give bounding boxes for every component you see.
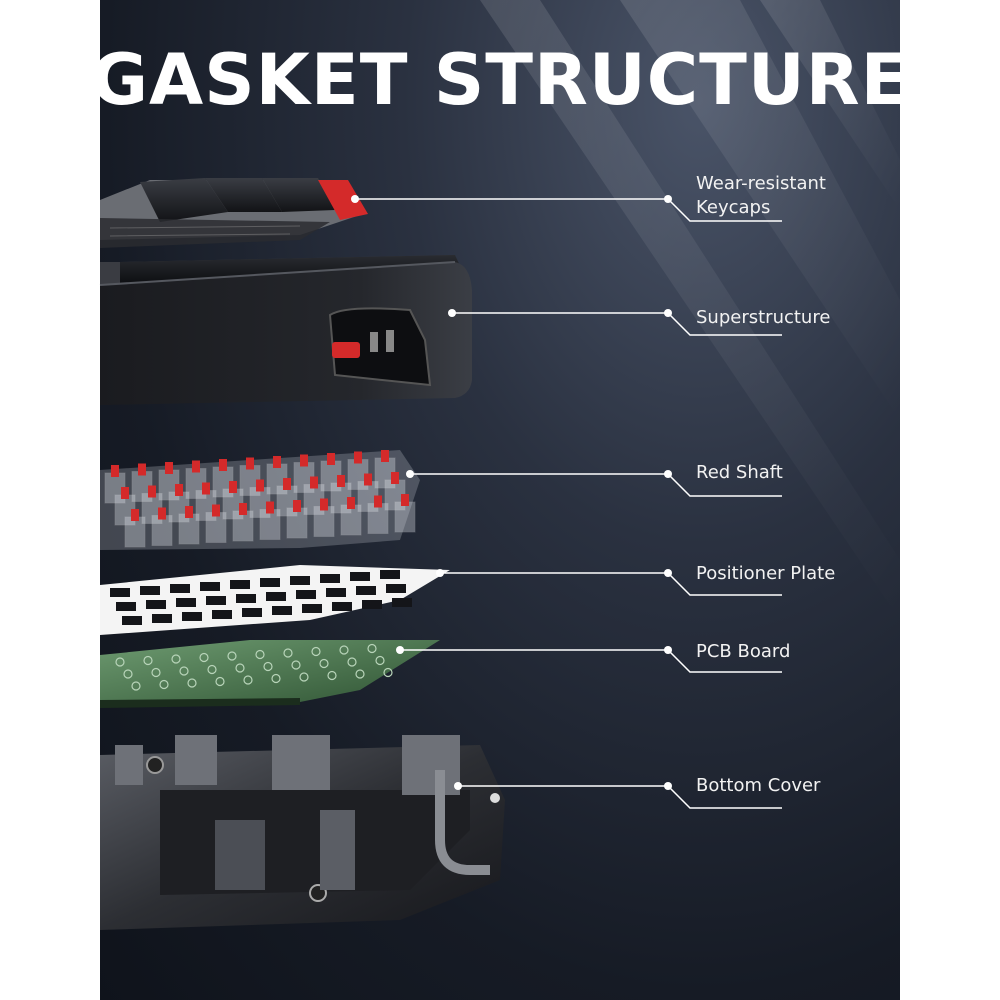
label-line: Keycaps xyxy=(696,196,826,220)
switch-stem xyxy=(219,459,227,471)
switch-stem xyxy=(121,487,129,499)
plate-cutout xyxy=(260,578,280,587)
switch-housing xyxy=(368,504,388,534)
plate-cutout xyxy=(296,590,316,599)
switch-stem xyxy=(401,494,409,506)
keycaps-layer xyxy=(100,178,368,248)
switch-housing xyxy=(233,511,253,541)
switch-stem xyxy=(111,465,119,477)
switch-stem xyxy=(246,458,254,470)
switch-stem xyxy=(131,509,139,521)
switch-stem xyxy=(347,497,355,509)
positioner-plate-layer xyxy=(100,565,450,635)
switch-housing xyxy=(260,510,280,540)
plate-cutout xyxy=(332,602,352,611)
plate-cutout xyxy=(356,586,376,595)
plate-cutout xyxy=(320,574,340,583)
switch-stem xyxy=(354,452,362,464)
label-line: Wear-resistant xyxy=(696,172,826,196)
plate-cutout xyxy=(110,588,130,597)
switch-stem xyxy=(138,464,146,476)
switch-stem xyxy=(327,453,335,465)
label-keycaps: Wear-resistant Keycaps xyxy=(696,172,826,220)
label-red-shaft: Red Shaft xyxy=(696,461,783,485)
switch-stem xyxy=(266,502,274,514)
switch-stem xyxy=(293,500,301,512)
switch-stem xyxy=(165,462,173,474)
switch-stem xyxy=(320,499,328,511)
switch-stem xyxy=(185,506,193,518)
label-bottom-cover: Bottom Cover xyxy=(696,774,820,798)
switch-stem xyxy=(310,477,318,489)
plate-cutout xyxy=(380,570,400,579)
label-positioner-plate: Positioner Plate xyxy=(696,562,835,586)
label-line: Superstructure xyxy=(696,306,830,330)
plate-cutout xyxy=(266,592,286,601)
plate-cutout xyxy=(116,602,136,611)
label-line: Red Shaft xyxy=(696,461,783,485)
plate-cutout xyxy=(152,614,172,623)
switch-housing xyxy=(341,505,361,535)
switch-stem xyxy=(256,480,264,492)
plate-cutout xyxy=(170,584,190,593)
plate-cutout xyxy=(386,584,406,593)
label-superstructure: Superstructure xyxy=(696,306,830,330)
switch-stem xyxy=(337,475,345,487)
plate-cutout xyxy=(230,580,250,589)
switch-stem xyxy=(391,472,399,484)
red-shaft-layer xyxy=(100,450,420,550)
switch-housing xyxy=(179,514,199,544)
switch-stem xyxy=(212,505,220,517)
switch-stem xyxy=(175,484,183,496)
switch-housing xyxy=(125,517,145,547)
switch-stem xyxy=(381,450,389,462)
plate-cutout xyxy=(362,600,382,609)
switch-housing xyxy=(152,516,172,546)
plate-cutout xyxy=(140,586,160,595)
plate-cutout xyxy=(122,616,142,625)
plate-cutout xyxy=(392,598,412,607)
label-pcb-board: PCB Board xyxy=(696,640,790,664)
switch-housing xyxy=(395,502,415,532)
bottom-cover-layer xyxy=(100,735,505,930)
pcb-board-layer xyxy=(100,640,440,708)
switch-stem xyxy=(374,496,382,508)
plate-cutout xyxy=(212,610,232,619)
switch-housing xyxy=(314,507,334,537)
switch-stem xyxy=(364,474,372,486)
switch-stem xyxy=(239,503,247,515)
plate-cutout xyxy=(302,604,322,613)
switch-housing xyxy=(206,513,226,543)
plate-cutout xyxy=(290,576,310,585)
switch-housing xyxy=(287,508,307,538)
plate-cutout xyxy=(146,600,166,609)
switch-stem xyxy=(202,483,210,495)
plate-cutout xyxy=(272,606,292,615)
plate-cutout xyxy=(206,596,226,605)
switch-stem xyxy=(273,456,281,468)
label-line: PCB Board xyxy=(696,640,790,664)
plate-cutout xyxy=(350,572,370,581)
label-line: Positioner Plate xyxy=(696,562,835,586)
plate-cutout xyxy=(236,594,256,603)
plate-cutout xyxy=(242,608,262,617)
switch-stem xyxy=(300,455,308,467)
switch-stem xyxy=(283,478,291,490)
label-line: Bottom Cover xyxy=(696,774,820,798)
plate-cutout xyxy=(182,612,202,621)
superstructure-layer xyxy=(100,255,472,405)
switch-stem xyxy=(192,461,200,473)
switch-stem xyxy=(148,486,156,498)
switch-stem xyxy=(229,481,237,493)
plate-cutout xyxy=(326,588,346,597)
plate-cutout xyxy=(176,598,196,607)
plate-cutout xyxy=(200,582,220,591)
switch-stem xyxy=(158,508,166,520)
